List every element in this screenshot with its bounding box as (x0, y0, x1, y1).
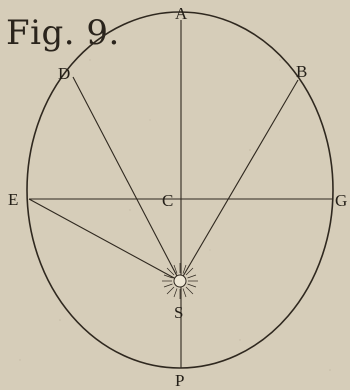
radius-s-e (28, 198, 177, 280)
orbit-ellipse (26, 11, 334, 369)
radius-s-d (72, 76, 179, 279)
sun-icon (162, 263, 198, 299)
label-point-c: C (162, 191, 173, 210)
label-point-a: A (175, 4, 188, 23)
label-point-s: S (174, 303, 183, 322)
label-point-e: E (8, 190, 18, 209)
figure-caption: Fig. 9. (6, 13, 120, 53)
paper-texture (19, 59, 331, 371)
radius-s-b (181, 79, 299, 279)
label-point-g: G (335, 191, 347, 210)
label-point-p: P (175, 371, 184, 390)
label-point-b: B (296, 62, 307, 81)
label-point-d: D (58, 64, 70, 83)
